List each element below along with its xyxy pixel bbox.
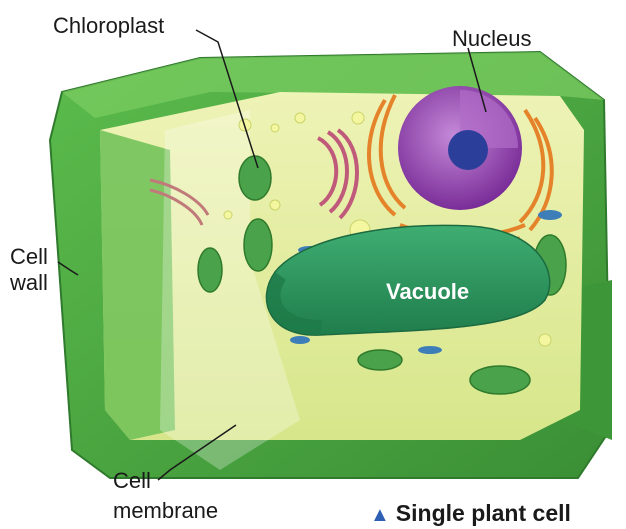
nucleus-label: Nucleus — [452, 26, 531, 52]
caption-text: Single plant cell — [396, 500, 571, 526]
cell-wall-label-line2: wall — [10, 270, 48, 296]
caption-triangle-icon: ▲ — [370, 504, 390, 526]
figure-caption: ▲ Single plant cell — [370, 500, 571, 527]
chloroplast-label: Chloroplast — [53, 13, 164, 39]
cell-wall-label-line1: Cell — [10, 244, 48, 270]
nucleolus — [448, 130, 488, 170]
vacuole-label: Vacuole — [386, 279, 469, 305]
cell-membrane-label-line1: Cell — [113, 468, 151, 494]
cell-membrane-label-line2: membrane — [113, 498, 218, 524]
